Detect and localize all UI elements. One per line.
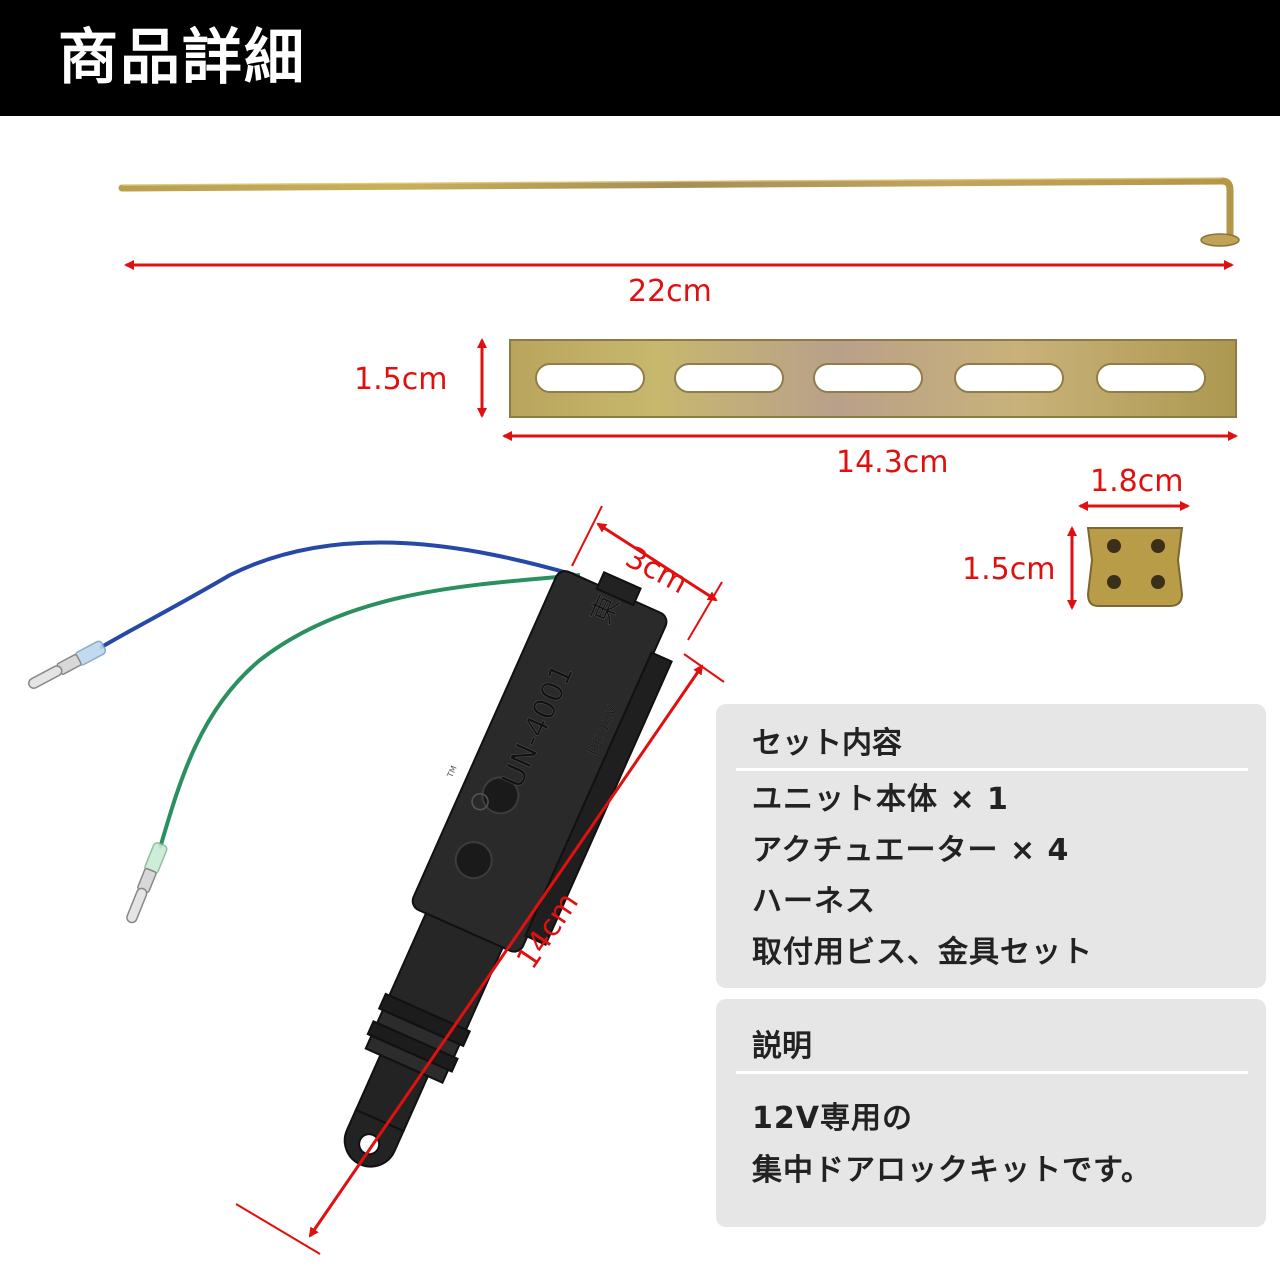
clip-width-label: 1.8cm: [1090, 464, 1184, 499]
actuator-length-arrow: [308, 664, 704, 1238]
clip-image: [1086, 527, 1184, 607]
actuator-width-arrow: [596, 522, 718, 602]
set-contents-heading: セット内容: [752, 726, 902, 761]
divider: [736, 1071, 1248, 1074]
description-line-2: 集中ドアロックキットです。: [752, 1153, 1152, 1188]
plate-height-label: 1.5cm: [354, 362, 448, 397]
rod-length-label: 22cm: [628, 274, 712, 309]
actuator-tm-text: TM: [445, 764, 458, 779]
description-box: 説明 12V専用の 集中ドアロックキットです。: [716, 999, 1266, 1227]
actuator-image: [343, 570, 673, 1168]
description-heading: 説明: [752, 1029, 812, 1064]
clip-height-label: 1.5cm: [962, 552, 1056, 587]
set-item-2: アクチュエーター × 4: [752, 833, 1070, 868]
description-line-1: 12V専用の: [752, 1101, 913, 1136]
page-title: 商品詳細: [58, 23, 306, 93]
wires: [28, 540, 581, 924]
plate-length-label: 14.3cm: [836, 445, 949, 480]
divider: [736, 768, 1248, 771]
rod-image: [118, 177, 1240, 247]
set-contents-box: セット内容 ユニット本体 × 1 アクチュエーター × 4 ハーネス 取付用ビス…: [716, 704, 1266, 988]
header-bar: 商品詳細: [0, 0, 1280, 116]
set-item-3: ハーネス: [752, 884, 876, 919]
set-item-1: ユニット本体 × 1: [752, 782, 1009, 817]
set-item-4: 取付用ビス、金具セット: [752, 935, 1093, 970]
slotted-plate-image: [509, 339, 1237, 418]
